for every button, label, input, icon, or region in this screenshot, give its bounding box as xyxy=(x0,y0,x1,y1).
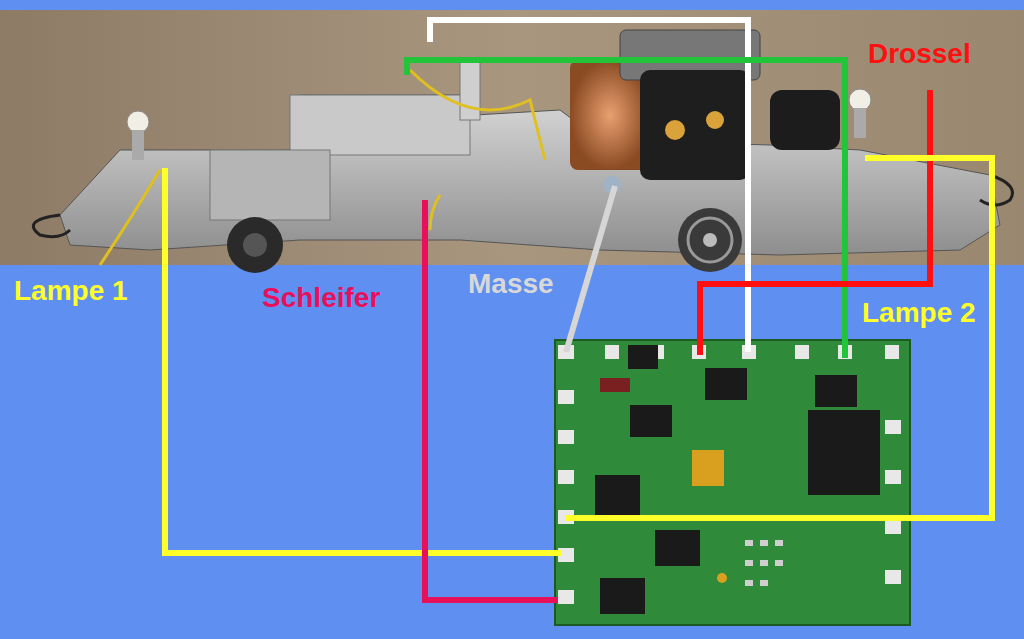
wiring-lines xyxy=(165,20,992,600)
locomotive-chassis xyxy=(33,30,1012,273)
wire-label: Masse xyxy=(468,268,554,300)
photo-background xyxy=(0,10,1024,265)
wire-label: Schleifer xyxy=(262,282,380,314)
wire-label: Lampe 1 xyxy=(14,275,128,307)
decoder-board xyxy=(555,340,910,625)
wire-label: Lampe 2 xyxy=(862,297,976,329)
wire-label: Drossel xyxy=(868,38,971,70)
